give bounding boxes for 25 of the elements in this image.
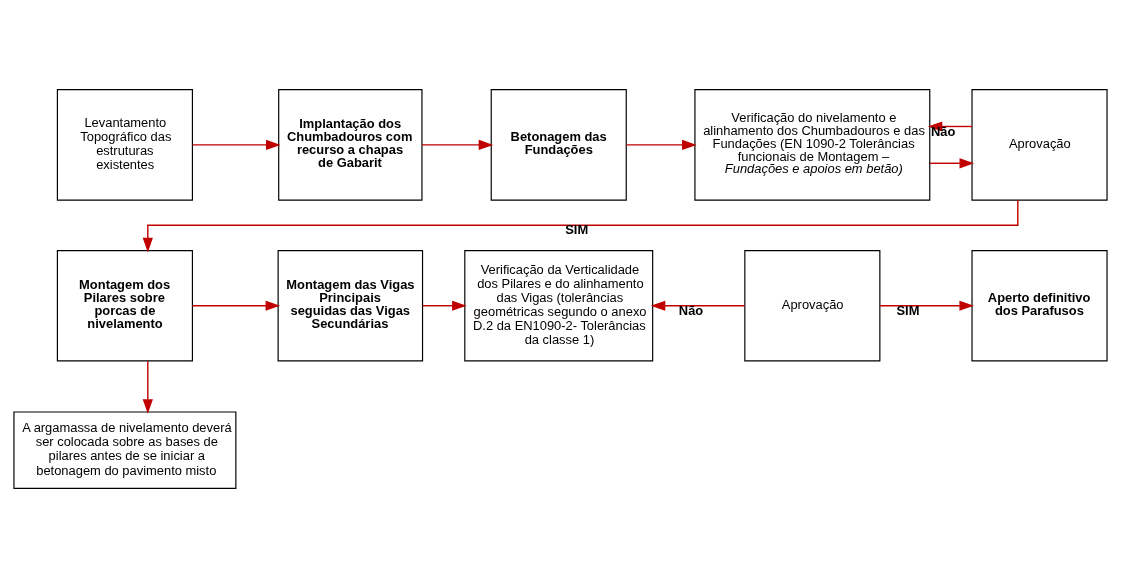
arrow	[929, 157, 975, 168]
edge-label: Não	[678, 302, 704, 318]
arrow	[625, 139, 697, 150]
node-box: Betonagem das Fundações	[490, 88, 627, 201]
node-box: Aprovação	[971, 88, 1108, 201]
node-box: Verificação do nivelamento e alinhamento dos Chumbadouros e das Fundações (EN 1090-2 Tolerâncias funcionais de Montagem – Fundações e apoios em betão)	[694, 88, 931, 201]
arrow	[191, 300, 281, 311]
arrow	[879, 300, 974, 311]
node-box: Verificação da Verticalidade dos Pilares e do alinhamento das Vigas (tolerâncias geométricas segundo o anexo D.2 da EN1090-2- Tolerâncias da classe 1)	[464, 249, 654, 361]
node-box: Implantação dos Chumbadouros com recurso a chapas de Gabarit	[278, 88, 423, 201]
arrow	[421, 139, 494, 150]
edge-label: SIM	[896, 302, 920, 318]
edge-label: SIM	[565, 221, 589, 237]
arrow	[142, 199, 1019, 252]
arrow	[191, 139, 281, 150]
node-box: A argamassa de nivelamento deverá ser colocada sobre as bases de pilares antes de se iniciar a betonagem do pavimento misto	[13, 410, 237, 489]
arrow	[650, 300, 746, 311]
node-box: Montagem das Vigas Principais seguidas das Vigas Secundárias	[277, 249, 424, 361]
node-box: Levantamento Topográfico das estruturas existentes	[56, 88, 193, 201]
arrow	[421, 300, 467, 311]
node-box: Aperto definitivo dos Parafusos	[971, 249, 1108, 361]
node-box: Montagem dos Pilares sobre porcas de nivelamento	[56, 249, 193, 361]
edge-label: Não	[930, 123, 956, 139]
arrow	[142, 359, 153, 414]
node-box: Aprovação	[744, 249, 881, 361]
